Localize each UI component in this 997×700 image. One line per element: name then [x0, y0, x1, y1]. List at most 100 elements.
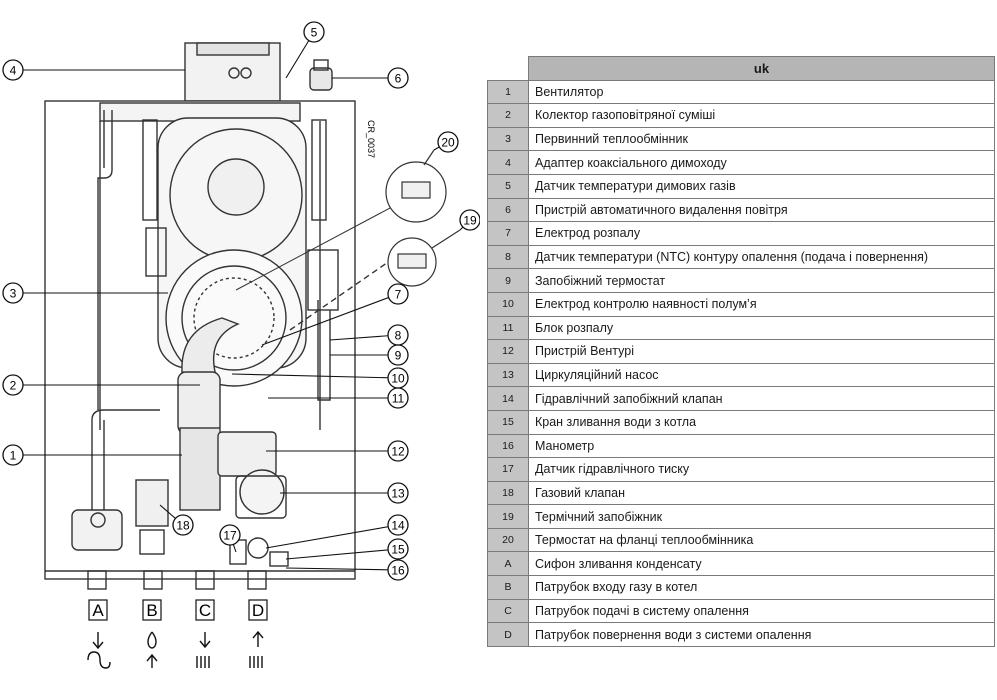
callout-number: 15: [391, 543, 405, 557]
legend-description: Вентилятор: [528, 79, 995, 105]
connection-box: [88, 599, 108, 621]
callout-circle: [387, 559, 409, 581]
callout-number: 10: [391, 372, 405, 386]
legend-code: 8: [487, 244, 529, 270]
legend-description: Електрод контролю наявності полум’я: [528, 291, 995, 317]
callout-12: 12: [266, 440, 409, 462]
legend-description: Патрубок повернення води з системи опале…: [528, 622, 995, 647]
callout-number: 12: [391, 445, 405, 459]
callout-18: 18: [159, 504, 194, 536]
callout-7: 7: [261, 283, 409, 346]
legend-code: 19: [487, 504, 529, 529]
callout-19: 19: [459, 209, 480, 231]
legend-description: Циркуляційний насос: [528, 362, 995, 388]
legend-description: Термостат на фланці теплообмінника: [528, 527, 995, 553]
legend-code: C: [487, 598, 529, 624]
callout-1: 1: [2, 444, 182, 466]
detail-inset-20: [385, 149, 447, 223]
detail-inset-19: [387, 229, 461, 287]
connection-C: C: [195, 599, 215, 668]
gas-flame-icon: [146, 631, 158, 668]
legend-description: Датчик температури (NTC) контуру опаленн…: [528, 244, 995, 270]
callout-leader-line: [285, 567, 399, 571]
boiler-body: [44, 42, 421, 590]
callout-9: 9: [330, 344, 409, 366]
callout-leader-line: [265, 524, 399, 549]
callout-6: 6: [332, 67, 409, 89]
legend-description: Пристрій Вентурі: [528, 339, 995, 364]
legend-description: Пристрій автоматичного видалення повітря: [528, 197, 995, 223]
heating-flow-icon: [196, 632, 211, 668]
callout-circle: [172, 514, 194, 536]
callout-20: 20: [433, 131, 459, 153]
callout-circle: [303, 21, 325, 43]
legend-description: Первинний теплообмінник: [528, 126, 995, 152]
legend-code: 2: [487, 103, 529, 128]
connection-label: C: [199, 601, 211, 620]
callout-16: 16: [285, 559, 409, 581]
callout-number: 9: [395, 349, 402, 363]
connection-box: [142, 599, 162, 621]
callout-leader-line: [285, 548, 399, 560]
callout-17: 17: [219, 524, 241, 553]
callout-circle: [2, 444, 24, 466]
callout-13: 13: [280, 482, 409, 504]
callout-circle: [387, 344, 409, 366]
connection-box: [195, 599, 215, 621]
connection-label: B: [146, 601, 157, 620]
legend-description: Колектор газоповітряної суміші: [528, 103, 995, 128]
legend-description: Термічний запобіжник: [528, 504, 995, 529]
legend-description: Сифон зливання конденсату: [528, 551, 995, 577]
callout-circle: [387, 482, 409, 504]
legend-code: 17: [487, 457, 529, 482]
callout-circle: [2, 374, 24, 396]
legend-description: Газовий клапан: [528, 480, 995, 506]
callout-circle: [459, 209, 480, 231]
connection-icon-shape: [87, 632, 111, 669]
callout-number: 18: [176, 519, 190, 533]
callout-circle: [2, 282, 24, 304]
legend-code: 16: [487, 433, 529, 459]
callout-circle: [219, 524, 241, 546]
legend-code: 18: [487, 480, 529, 506]
legend-code: 5: [487, 173, 529, 199]
legend-code: 10: [487, 291, 529, 317]
callout-number: 6: [395, 72, 402, 86]
legend-header-row: uk: [487, 56, 995, 81]
callout-number: 2: [10, 379, 17, 393]
callout-14: 14: [265, 514, 409, 549]
legend-description: Запобіжний термостат: [528, 268, 995, 293]
callout-3: 3: [2, 282, 168, 304]
legend-code: D: [487, 622, 529, 647]
callout-5: 5: [285, 21, 325, 79]
legend-language-header: uk: [528, 56, 995, 81]
legend-description: Блок розпалу: [528, 315, 995, 341]
callout-number: 20: [441, 136, 455, 150]
legend-description: Патрубок подачі в систему опалення: [528, 598, 995, 624]
callout-number: 8: [395, 329, 402, 343]
legend-code: 13: [487, 362, 529, 388]
legend-code: 15: [487, 409, 529, 435]
callout-15: 15: [285, 538, 409, 560]
callout-8: 8: [329, 324, 409, 346]
callout-number: 13: [391, 487, 405, 501]
callout-10: 10: [231, 367, 409, 389]
legend-code: B: [487, 575, 529, 600]
